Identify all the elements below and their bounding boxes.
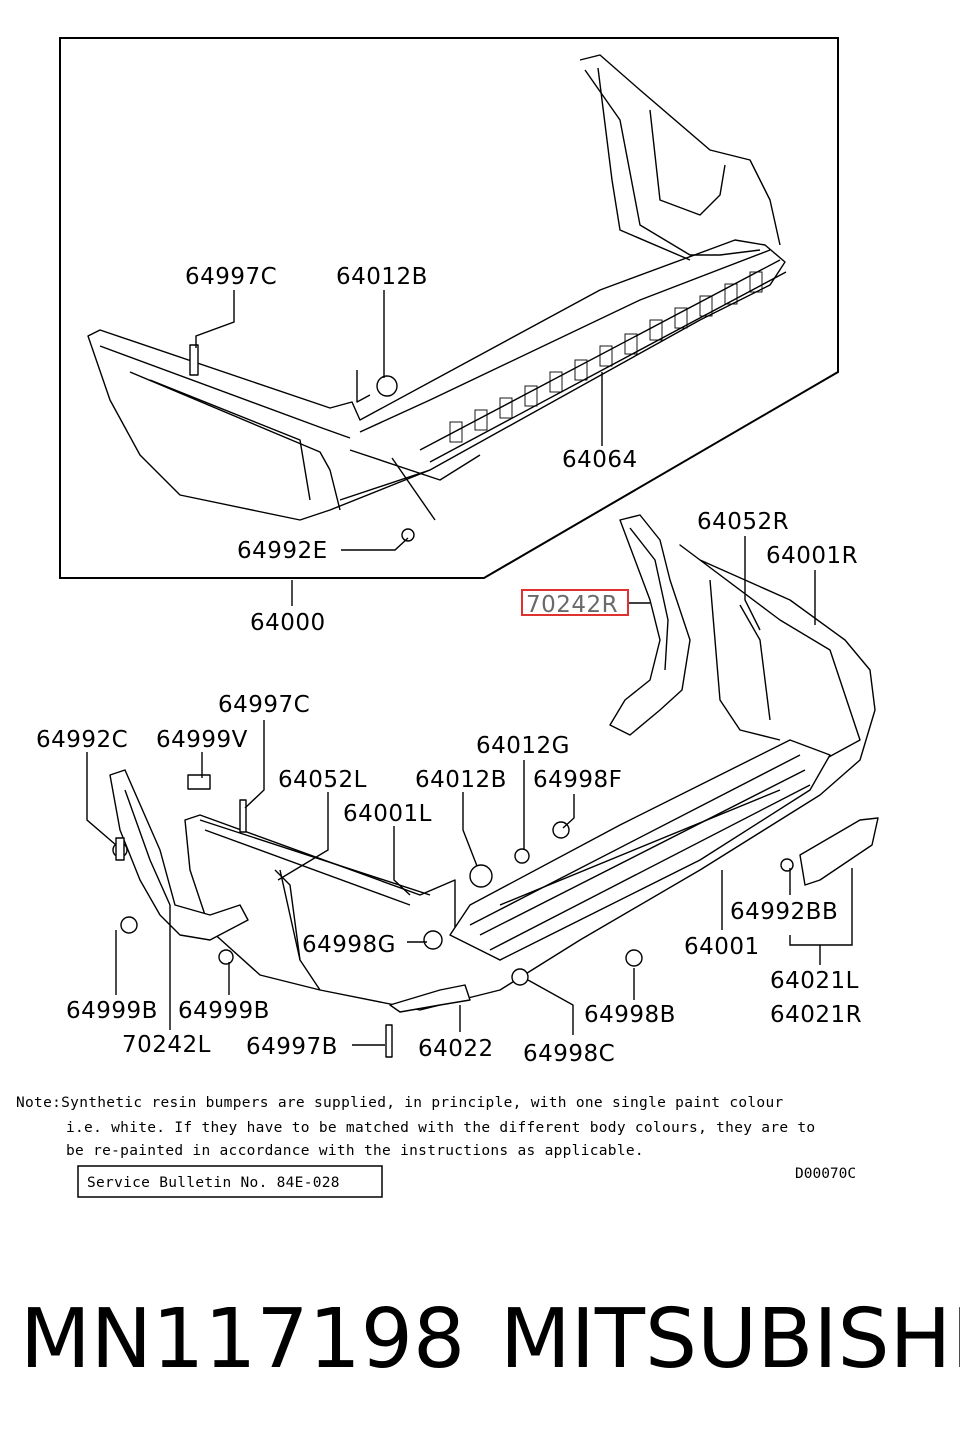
service-bulletin: Service Bulletin No. 84E-028 <box>87 1175 340 1191</box>
part-number: MN117198 <box>20 1292 465 1387</box>
label-64992bb: 64992BB <box>730 899 838 925</box>
label-64001r: 64001R <box>766 543 858 569</box>
label-64022: 64022 <box>418 1036 494 1062</box>
label-70242r: 70242R <box>526 592 618 618</box>
note-block: Note:Synthetic resin bumpers are supplie… <box>16 1095 856 1198</box>
label-64998b: 64998B <box>584 1002 676 1028</box>
label-64012b-top: 64012B <box>336 264 428 290</box>
label-64052l: 64052L <box>278 767 367 793</box>
label-64992c: 64992C <box>36 727 128 753</box>
service-bulletin-box <box>77 1165 383 1198</box>
leader-lines <box>86 290 853 1046</box>
note-line-1: Note:Synthetic resin bumpers are supplie… <box>16 1095 784 1111</box>
upper-bumper-assembly <box>87 54 787 521</box>
diagram-code: D00070C <box>795 1166 856 1182</box>
label-64999v: 64999V <box>156 727 248 753</box>
label-64998g: 64998G <box>302 932 396 958</box>
label-64000: 64000 <box>250 610 326 636</box>
label-64021l: 64021L <box>770 968 859 994</box>
note-line-3: be re-painted in accordance with the ins… <box>66 1143 644 1159</box>
lower-bumper-assembly <box>109 514 879 1058</box>
label-64998c: 64998C <box>523 1041 615 1067</box>
label-64001: 64001 <box>684 934 760 960</box>
brand: MITSUBISHI <box>500 1292 960 1387</box>
label-64012g: 64012G <box>476 733 570 759</box>
label-64052r: 64052R <box>697 509 789 535</box>
label-64012b: 64012B <box>415 767 507 793</box>
label-64998f: 64998F <box>533 767 622 793</box>
part-labels: 64997C 64012B 64064 64992E 64000 64052R … <box>36 264 862 1067</box>
label-64999b-1: 64999B <box>66 998 158 1024</box>
label-64997b: 64997B <box>246 1034 338 1060</box>
label-64999b-2: 64999B <box>178 998 270 1024</box>
label-64064: 64064 <box>562 447 638 473</box>
label-70242l: 70242L <box>122 1032 211 1058</box>
label-64992e: 64992E <box>237 538 328 564</box>
label-64997c: 64997C <box>218 692 310 718</box>
label-64997c-top: 64997C <box>185 264 277 290</box>
assembly-frame <box>59 37 839 579</box>
label-64001l: 64001L <box>343 801 432 827</box>
note-line-2: i.e. white. If they have to be matched w… <box>66 1120 815 1136</box>
highlight-box-70242r <box>521 589 629 616</box>
label-64021r: 64021R <box>770 1002 862 1028</box>
